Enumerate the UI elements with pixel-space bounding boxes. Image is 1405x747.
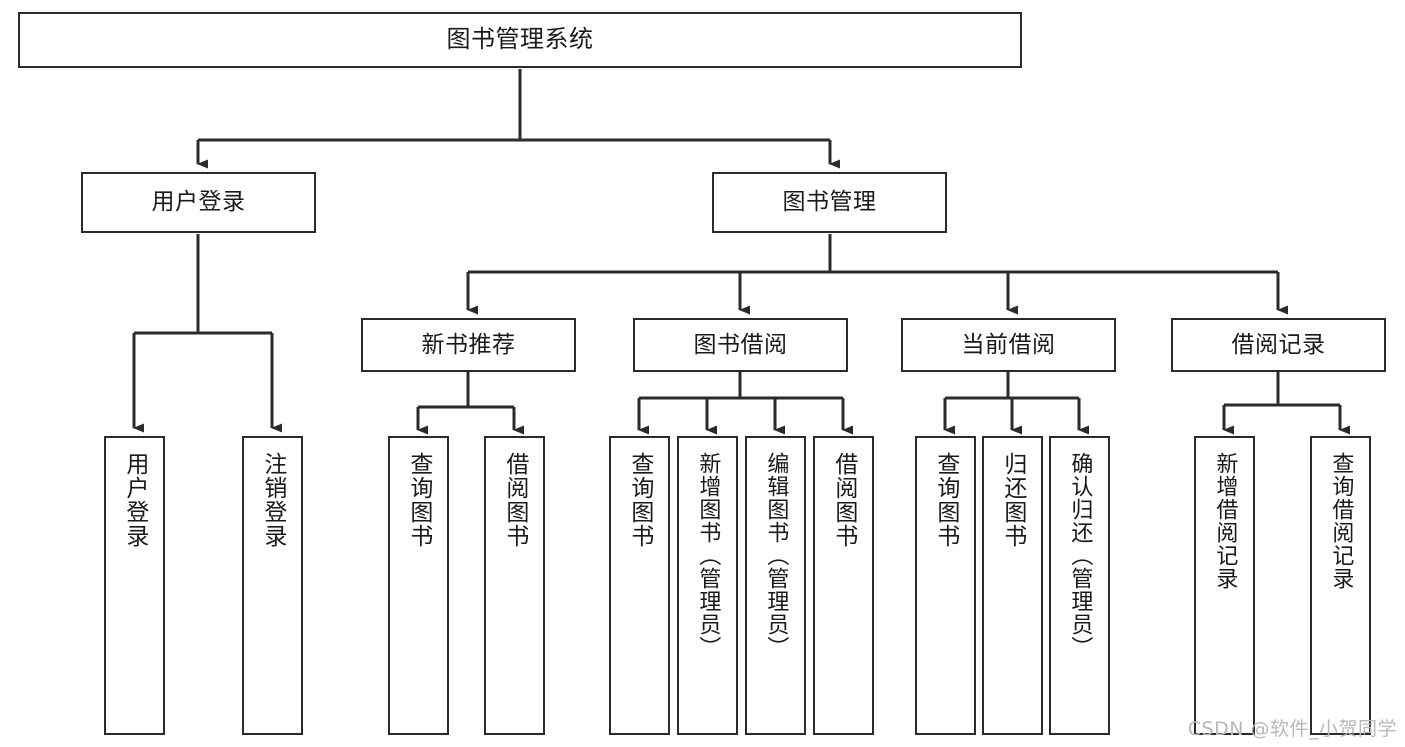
- node-borrow-record-label: 借阅记录: [1231, 331, 1326, 358]
- node-leaf-borrow-book-1-label: 借阅图书: [501, 452, 528, 548]
- node-root[interactable]: 图书管理系统: [18, 12, 1022, 68]
- node-leaf-borrow-book-1[interactable]: 借阅图书: [484, 436, 545, 735]
- node-leaf-add-book-label: 新增图书（管理员）: [695, 452, 721, 659]
- node-borrow-record[interactable]: 借阅记录: [1171, 318, 1386, 372]
- node-current-borrow-label: 当前借阅: [961, 331, 1056, 358]
- node-leaf-return-book[interactable]: 归还图书: [982, 436, 1043, 735]
- node-leaf-logout-login-label: 注销登录: [259, 452, 286, 548]
- node-leaf-add-record-label: 新增借阅记录: [1212, 452, 1238, 590]
- node-leaf-edit-book-label: 编辑图书（管理员）: [763, 452, 789, 659]
- node-leaf-add-book[interactable]: 新增图书（管理员）: [677, 436, 738, 735]
- watermark-text: CSDN @软件_小贺同学: [1187, 718, 1397, 740]
- node-current-borrow[interactable]: 当前借阅: [901, 318, 1116, 372]
- node-book-management[interactable]: 图书管理: [712, 172, 947, 233]
- node-new-book-recommend[interactable]: 新书推荐: [361, 318, 576, 372]
- node-book-management-label: 图书管理: [782, 189, 877, 216]
- node-leaf-query-record-label: 查询借阅记录: [1328, 452, 1354, 590]
- node-leaf-query-book-2[interactable]: 查询图书: [609, 436, 670, 735]
- node-leaf-query-book-3[interactable]: 查询图书: [915, 436, 976, 735]
- node-book-borrow[interactable]: 图书借阅: [633, 318, 848, 372]
- node-leaf-query-book-1-label: 查询图书: [405, 452, 432, 548]
- node-leaf-edit-book[interactable]: 编辑图书（管理员）: [745, 436, 806, 735]
- node-leaf-query-book-1[interactable]: 查询图书: [388, 436, 449, 735]
- node-leaf-query-book-2-label: 查询图书: [626, 452, 653, 548]
- node-leaf-return-book-label: 归还图书: [999, 452, 1026, 548]
- node-leaf-borrow-book-2-label: 借阅图书: [830, 452, 857, 548]
- node-user-login-label: 用户登录: [151, 189, 246, 216]
- node-leaf-confirm-return-label: 确认归还（管理员）: [1067, 452, 1093, 659]
- node-leaf-user-login-label: 用户登录: [121, 452, 148, 548]
- node-root-label: 图书管理系统: [446, 25, 594, 54]
- node-leaf-query-record[interactable]: 查询借阅记录: [1310, 436, 1371, 735]
- node-leaf-query-book-3-label: 查询图书: [932, 452, 959, 548]
- node-leaf-user-login[interactable]: 用户登录: [104, 436, 165, 735]
- node-leaf-confirm-return[interactable]: 确认归还（管理员）: [1049, 436, 1110, 735]
- node-leaf-logout-login[interactable]: 注销登录: [242, 436, 303, 735]
- node-book-borrow-label: 图书借阅: [693, 331, 788, 358]
- node-user-login[interactable]: 用户登录: [81, 172, 316, 233]
- node-leaf-borrow-book-2[interactable]: 借阅图书: [813, 436, 874, 735]
- node-leaf-add-record[interactable]: 新增借阅记录: [1194, 436, 1255, 735]
- node-new-book-recommend-label: 新书推荐: [421, 331, 516, 358]
